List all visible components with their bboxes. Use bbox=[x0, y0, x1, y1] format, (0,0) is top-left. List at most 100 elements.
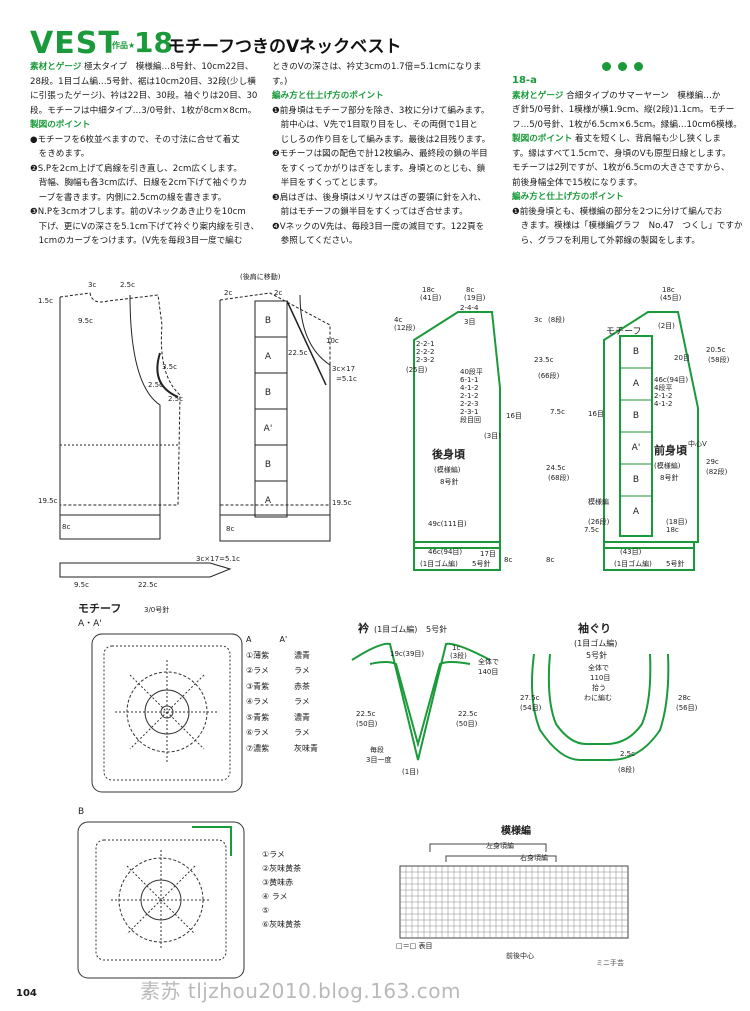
dim-label: 17目 bbox=[480, 550, 496, 558]
motif-aa-label: A・A' bbox=[78, 619, 102, 629]
dim-label: 2.5c bbox=[148, 381, 163, 389]
dim-label: (43目) bbox=[620, 548, 642, 556]
motif-legend-b: ①ラメ ②灰味黄茶 ③黄味赤 ④ ラメ ⑤ ⑥灰味黄茶 bbox=[262, 848, 342, 932]
text-line: じしろの作り目をして編みます。最後は2目残ります。 bbox=[272, 134, 491, 145]
dim-label: 8c bbox=[546, 556, 554, 564]
dim-label: 2-1-2 bbox=[654, 392, 672, 400]
collar-sub: (1目ゴム編) bbox=[374, 624, 417, 634]
armhole-dim: 拾う bbox=[592, 683, 606, 692]
collar-dim: 140目 bbox=[478, 668, 498, 676]
legend-a: ③青紫 bbox=[246, 681, 270, 691]
dim-label: 4-1-2 bbox=[460, 384, 478, 392]
legend-b-item: ③黄味赤 bbox=[262, 878, 294, 887]
legend-b-item: ラメ bbox=[271, 892, 288, 901]
motif-title: モチーフ bbox=[78, 602, 121, 615]
motif-block: A' bbox=[632, 443, 641, 453]
motif-block: A' bbox=[264, 424, 273, 434]
pattern-chart: 模様編 左身頃編 右身頃編 □＝□ 表目 前後中心 bbox=[396, 824, 629, 960]
dim-label: 9.5c bbox=[74, 581, 89, 589]
legend-a: ②ラメ bbox=[246, 666, 269, 675]
text-line: 前後身幅全体で15枚になります。 bbox=[512, 177, 643, 188]
armhole-dim: 27.5c bbox=[520, 694, 540, 702]
dim-label: 2.5c bbox=[120, 281, 135, 289]
armhole-needle: 5号針 bbox=[586, 650, 607, 660]
legend-a: ⑥ラメ bbox=[246, 728, 269, 737]
dim-label: 2-1-2 bbox=[460, 392, 478, 400]
motif-block: A bbox=[633, 507, 640, 517]
ribbing-needle: 5号針 bbox=[472, 559, 490, 568]
collar-dim: 3目一度 bbox=[366, 755, 391, 764]
text-line: ❷モチーフは図の配色で計12枚編み、最終段の鎖の半目 bbox=[272, 149, 488, 159]
dim-label: 18c bbox=[422, 286, 435, 294]
text-line: す。) bbox=[272, 76, 288, 87]
ribbing-label: (1目ゴム編) bbox=[420, 559, 458, 568]
dim-label: 24.5c bbox=[546, 464, 566, 472]
materials-heading: 素材とゲージ bbox=[30, 62, 82, 72]
garment-18a-diagram: 18c (41目) 8c (19目) 2-4-4 3目 4c (12段) 2-2… bbox=[394, 286, 730, 571]
text-line: 合細タイプのサマーヤーン 模様編…か bbox=[566, 90, 721, 101]
legend-a2: 灰味青 bbox=[294, 743, 318, 753]
legend-a2: 濃青 bbox=[294, 712, 310, 722]
text-line: 28段。1目ゴム編…5号針、裾は10cm20目、32段(少し横 bbox=[30, 76, 256, 87]
collar-dim: (3段) bbox=[450, 651, 467, 660]
work-label: 作品★ bbox=[112, 41, 136, 50]
dim-label: =5.1c bbox=[336, 375, 357, 383]
collar-dim: (50目) bbox=[356, 720, 378, 728]
legend-b-item: ⑤ bbox=[262, 906, 270, 915]
chart-sub-left: 左身頃編 bbox=[486, 841, 514, 850]
section-id: 18-a bbox=[512, 75, 537, 86]
motif-block: B bbox=[265, 460, 271, 470]
sloper-diagram: (後肩に移動) B A B A' B A 3c 2.5c 1.5c 9.5c 3… bbox=[38, 272, 357, 589]
chart-grid bbox=[400, 866, 628, 938]
dim-label: 29c bbox=[706, 458, 719, 466]
legend-a2: ラメ bbox=[294, 728, 310, 737]
dim-label: 3c×17=5.1c bbox=[196, 555, 240, 563]
text-line: きます。模様は「模様編グラフ No.47 つくし」ですか bbox=[512, 221, 743, 231]
ribbing-label: (1目ゴム編) bbox=[614, 559, 652, 568]
text-line: ❶前身頃はモチーフ部分を除き、3枚に分けて編みます。 bbox=[272, 105, 490, 116]
text-line: フ…5/0号針、1枚が6.5cm×6.5cm。縁編…10cm6模様。 bbox=[512, 119, 742, 130]
motif-block: B bbox=[633, 347, 639, 357]
legend-b-item: ②灰味黄茶 bbox=[262, 864, 302, 873]
text-line: ❸N.Pを3cmオフします。前のVネックあき止りを10cm bbox=[30, 207, 246, 217]
legend-a: ①薄紫 bbox=[246, 650, 270, 660]
text-line: をきめます。 bbox=[30, 149, 90, 159]
armhole-dim: わに編む bbox=[584, 693, 612, 702]
armhole-diagram: 袖ぐり (1目ゴム編) 5号針 全体で 110目 拾う わに編む 27.5c (… bbox=[520, 621, 698, 774]
chart-logo: ミニ手芸 bbox=[596, 959, 624, 967]
dim-label: 22.5c bbox=[288, 349, 308, 357]
dim-label: 段目回 bbox=[460, 415, 481, 424]
dim-label: 20.5c bbox=[706, 346, 726, 354]
text-line: ❶前後身頃とも、模様編の部分を2つに分けて編んでお bbox=[512, 206, 723, 217]
dim-label: (19目) bbox=[464, 294, 486, 302]
text-line: す。縁はすべて1.5cmで、身頃のVも原型日線とします。 bbox=[512, 148, 731, 159]
motif-b-label: B bbox=[78, 807, 84, 817]
legend-a2: ラメ bbox=[294, 697, 310, 706]
dim-label: 46c(94目) bbox=[654, 376, 688, 384]
armhole-dim: (54目) bbox=[520, 704, 542, 712]
dim-label: (25目) bbox=[406, 366, 428, 374]
legend-a2: 赤茶 bbox=[294, 681, 310, 691]
back-needle-label: 8号針 bbox=[440, 477, 458, 486]
collar-dim: (1目) bbox=[402, 768, 419, 776]
text-line: ーブを書きます。内側に2.5cmの線を書きます。 bbox=[30, 192, 227, 203]
text-line: ぎ針5/0号針、1模様が横1.9cm、縦(2段)1.1cm。モチー bbox=[512, 105, 735, 115]
legend-b-item: ①ラメ bbox=[262, 850, 285, 859]
dim-label: 4-1-2 bbox=[654, 400, 672, 408]
dim-label: 3c×17 bbox=[332, 365, 355, 373]
legend-b-item: ④ bbox=[262, 892, 270, 901]
armhole-dim: 全体で bbox=[588, 663, 609, 672]
legend-a2: ラメ bbox=[294, 666, 310, 675]
dim-label: 8c bbox=[504, 556, 512, 564]
dim-label: 2c bbox=[224, 289, 232, 297]
dim-label: (18目) bbox=[666, 518, 688, 526]
column-18a: 18-a 素材とゲージ 合細タイプのサマーヤーン 模様編…か ぎ針5/0号針、1… bbox=[512, 74, 744, 248]
dim-label: 23.5c bbox=[534, 356, 554, 364]
dim-label: 18c bbox=[662, 286, 675, 294]
dim-label: 16目 bbox=[506, 412, 522, 420]
collar-dim: 1c bbox=[452, 644, 460, 652]
chart-sub-right: 右身頃編 bbox=[520, 853, 548, 862]
text-line: 極太タイプ 模様編…8号針、10cm22目、 bbox=[84, 62, 254, 72]
dim-label: 2-2-2 bbox=[416, 348, 434, 356]
dim-label: 8c bbox=[226, 525, 234, 533]
